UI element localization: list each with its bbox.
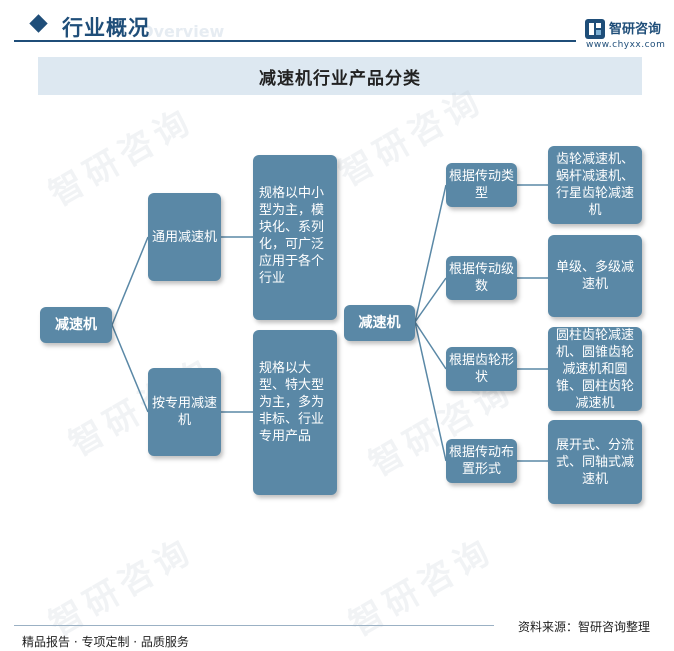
- leaf-layout-form: 展开式、分流式、同轴式减速机: [548, 420, 642, 504]
- branch-special-reducer: 按专用减速机: [148, 368, 221, 456]
- branch-general-reducer: 通用减速机: [148, 193, 221, 281]
- leaf-transmission-type: 齿轮减速机、蜗杆减速机、行星齿轮减速机: [548, 146, 642, 224]
- header-divider: [14, 40, 576, 42]
- section-title: 行业概况: [62, 16, 150, 40]
- left-root-node: 减速机: [40, 307, 112, 343]
- category-transmission-stages: 根据传动级数: [446, 256, 517, 300]
- section-title-en: Overview: [140, 22, 225, 41]
- title-banner: 减速机行业产品分类: [38, 57, 642, 95]
- header: Overview 行业概况 智研咨询 www.chyxx.com: [0, 0, 674, 50]
- desc-special-reducer: 规格以大型、特大型为主，多为非标、行业专用产品: [253, 330, 337, 495]
- footer-divider: [14, 625, 494, 626]
- brand-name: 智研咨询: [609, 22, 662, 37]
- category-gear-shape: 根据齿轮形状: [446, 347, 517, 391]
- source-note: 资料来源：智研咨询整理: [518, 620, 651, 634]
- category-transmission-type: 根据传动类型: [446, 163, 517, 207]
- desc-general-reducer: 规格以中小型为主，模块化、系列化，可广泛应用于各个行业: [253, 155, 337, 320]
- category-layout-form: 根据传动布置形式: [446, 439, 517, 483]
- brand-logo-icon: [585, 19, 605, 39]
- diagram-title: 减速机行业产品分类: [259, 68, 421, 89]
- leaf-gear-shape: 圆柱齿轮减速机、圆锥齿轮减速机和圆锥、圆柱齿轮减速机: [548, 327, 642, 411]
- footer-slogan: 精品报告 · 专项定制 · 品质服务: [22, 635, 189, 649]
- right-root-node: 减速机: [344, 305, 415, 341]
- brand-url: www.chyxx.com: [586, 40, 666, 50]
- leaf-transmission-stages: 单级、多级减速机: [548, 235, 642, 317]
